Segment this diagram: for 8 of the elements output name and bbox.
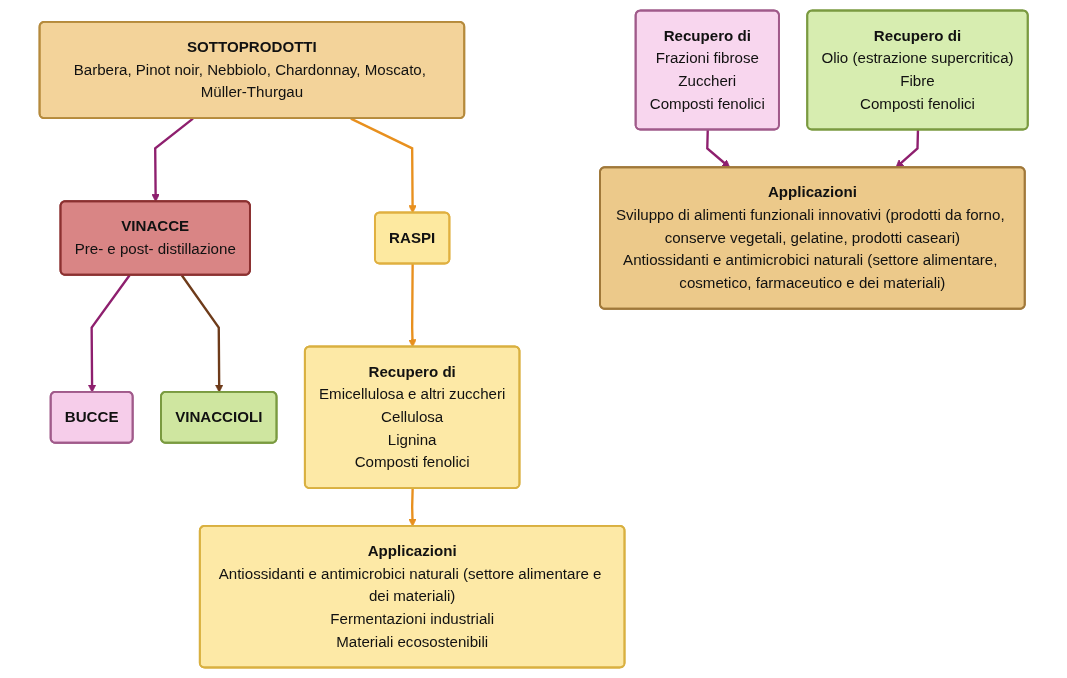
arrow [408,488,417,527]
arrow [705,129,731,169]
arrow [408,263,417,348]
arrow [151,117,194,203]
arrow [87,274,131,393]
arrow [895,129,919,169]
arrow [350,117,417,214]
arrow [180,274,224,393]
